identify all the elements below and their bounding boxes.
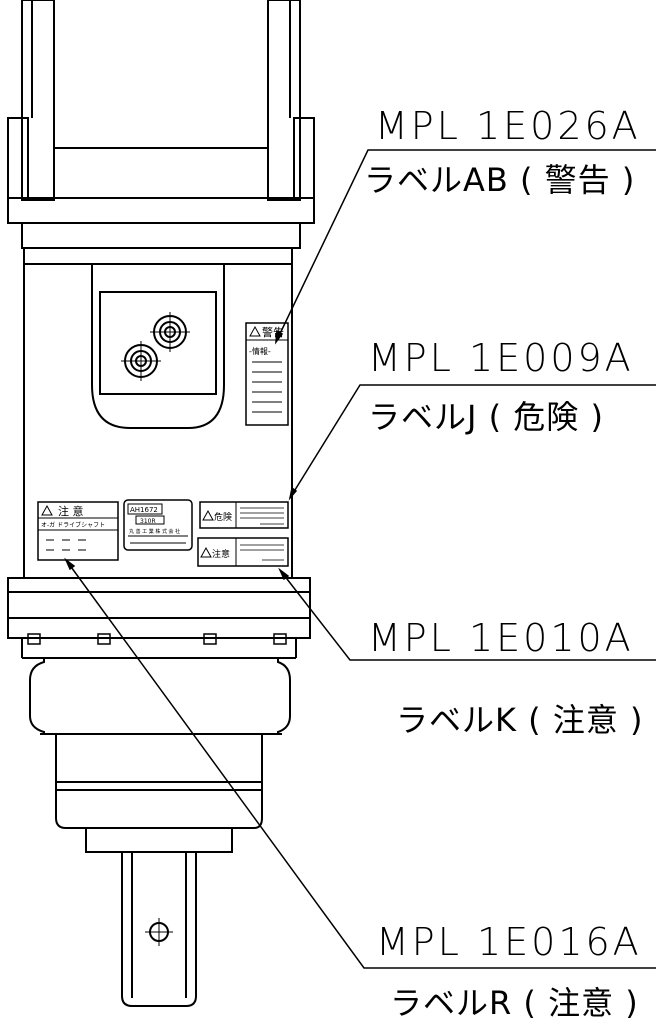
nameplate-line2: 310R: [140, 518, 156, 525]
decal-warning-subtitle: -情報-: [249, 346, 271, 356]
decal-danger: [199, 501, 289, 529]
leader-ab: [275, 149, 656, 343]
lower-housing: [29, 658, 291, 853]
grease-fitting-upper: [150, 312, 190, 352]
nameplate: [123, 499, 193, 551]
leader-lines: [64, 149, 656, 969]
nameplate-line3: 丸 善 工 業 株 式 会 社: [129, 528, 180, 535]
grease-fitting-lower: [121, 341, 161, 381]
drive-shaft: [121, 852, 197, 1007]
decal-warning-title: 警告: [262, 325, 284, 339]
decal-danger-title: 危険: [214, 511, 232, 523]
leader-r: [65, 559, 656, 969]
leader-k: [279, 569, 656, 661]
callout-r-name: ラベルR ( 注意 ): [390, 984, 639, 1022]
callout-k-name: ラベルK ( 注意 ): [396, 701, 644, 739]
gear-housing: [23, 247, 293, 579]
decal-warning: [245, 322, 289, 426]
leader-j: [289, 384, 656, 499]
nameplate-line1: AH1672: [130, 506, 158, 514]
decal-caution-k-title: 注意: [212, 548, 230, 560]
decal-caution-r-subtitle: オ-ガ ドライブシャフト: [41, 521, 105, 529]
decal-caution-k: [197, 537, 289, 567]
callout-j-name: ラベルJ ( 危険 ): [368, 398, 604, 436]
callout-ab-name: ラベルAB ( 警告 ): [364, 161, 636, 199]
decal-caution-r: [37, 501, 119, 561]
callout-k-code: MPL 1E010A: [368, 616, 634, 660]
decal-caution-r-title: 注 意: [58, 504, 84, 518]
callout-j-code: MPL 1E009A: [368, 336, 634, 380]
output-flange: [7, 577, 311, 659]
callout-r-code: MPL 1E016A: [376, 920, 642, 964]
top-bracket: [7, 0, 315, 249]
callout-ab-code: MPL 1E026A: [375, 104, 641, 148]
